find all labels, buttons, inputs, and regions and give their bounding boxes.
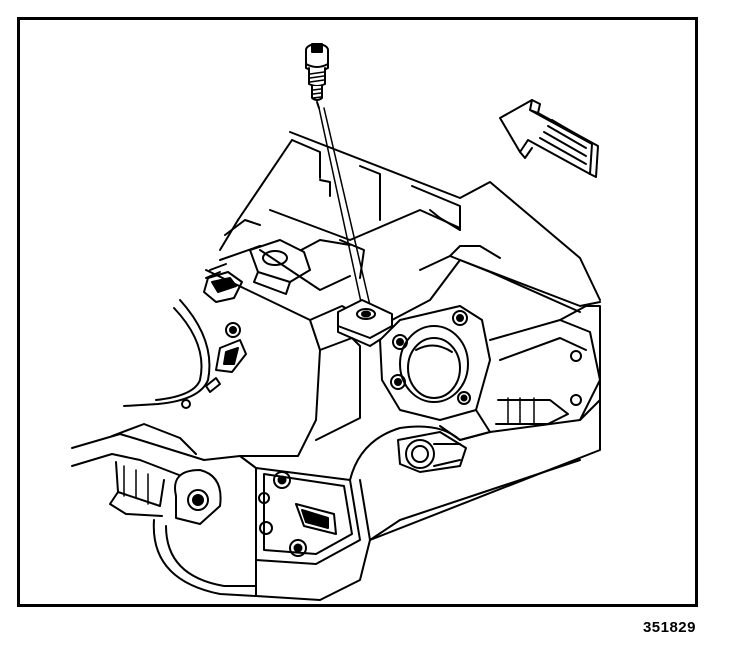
figure-id-label: 351829 [642, 619, 696, 636]
engine-block-diagram [71, 43, 601, 601]
sensor-icon [305, 43, 373, 317]
direction-arrow-icon [499, 99, 599, 178]
diagram-frame [17, 17, 698, 607]
engine-block-illustration [71, 131, 601, 601]
